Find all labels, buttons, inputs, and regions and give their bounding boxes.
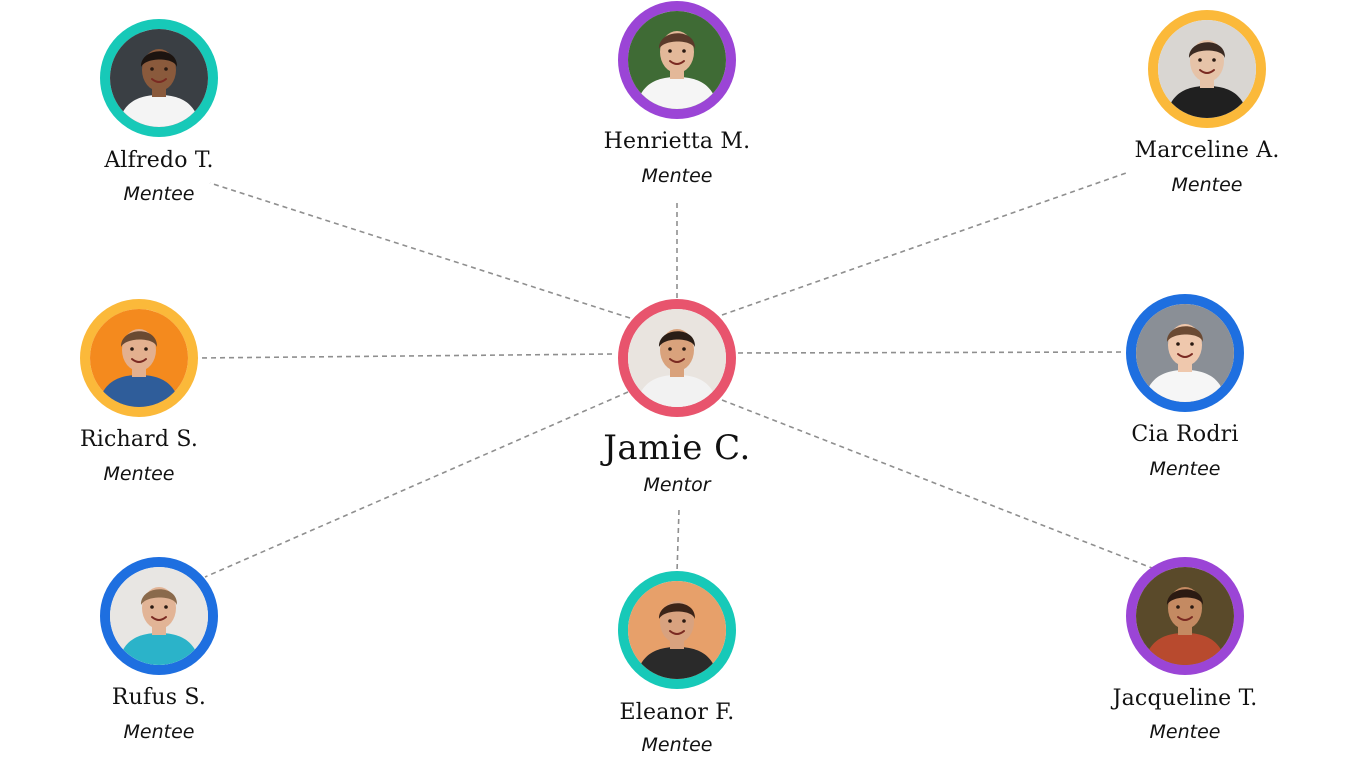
connector-jacqueline (721, 399, 1153, 569)
connector-cia (737, 351, 1126, 354)
mentee-avatar[interactable] (618, 1, 736, 119)
mentee-role: Mentee (641, 734, 713, 756)
mentee-role: Mentee (1149, 458, 1221, 480)
mentee-name: Marceline A. (1134, 138, 1280, 163)
person-photo-icon (1136, 567, 1234, 665)
mentee-avatar[interactable] (1126, 557, 1244, 675)
person-photo-icon (90, 309, 188, 407)
mentee-role: Mentee (103, 463, 175, 485)
mentee-name: Alfredo T. (104, 148, 214, 173)
person-photo-icon (1136, 304, 1234, 402)
mentee-role: Mentee (1171, 174, 1243, 196)
mentor-avatar[interactable] (618, 299, 736, 417)
mentee-role: Mentee (641, 165, 713, 187)
connector-alfredo (209, 182, 631, 319)
mentee-avatar[interactable] (100, 557, 218, 675)
person-photo-icon (628, 581, 726, 679)
mentee-name: Richard S. (79, 427, 199, 452)
mentee-name: Jacqueline T. (1112, 686, 1258, 711)
person-photo-icon (628, 309, 726, 407)
mentee-role: Mentee (123, 721, 195, 743)
mentee-role: Mentee (1149, 721, 1221, 743)
mentee-avatar[interactable] (1148, 10, 1266, 128)
mentee-name: Eleanor F. (619, 700, 735, 725)
mentee-avatar[interactable] (1126, 294, 1244, 412)
mentee-avatar[interactable] (618, 571, 736, 689)
person-photo-icon (1158, 20, 1256, 118)
person-photo-icon (628, 11, 726, 109)
person-photo-icon (110, 567, 208, 665)
connector-richard (196, 353, 613, 359)
mentee-avatar[interactable] (80, 299, 198, 417)
connector-rufus (204, 391, 629, 578)
connector-marceline (721, 172, 1127, 316)
mentee-name: Rufus S. (111, 685, 207, 710)
mentee-role: Mentee (123, 183, 195, 205)
person-photo-icon (110, 29, 208, 127)
mentor-name: Jamie C. (603, 428, 751, 468)
mentee-avatar[interactable] (100, 19, 218, 137)
mentor-role: Mentor (643, 474, 711, 496)
mentee-name: Cia Rodri (1131, 422, 1239, 447)
connector-eleanor (676, 509, 680, 573)
mentee-name: Henrietta M. (603, 129, 751, 154)
